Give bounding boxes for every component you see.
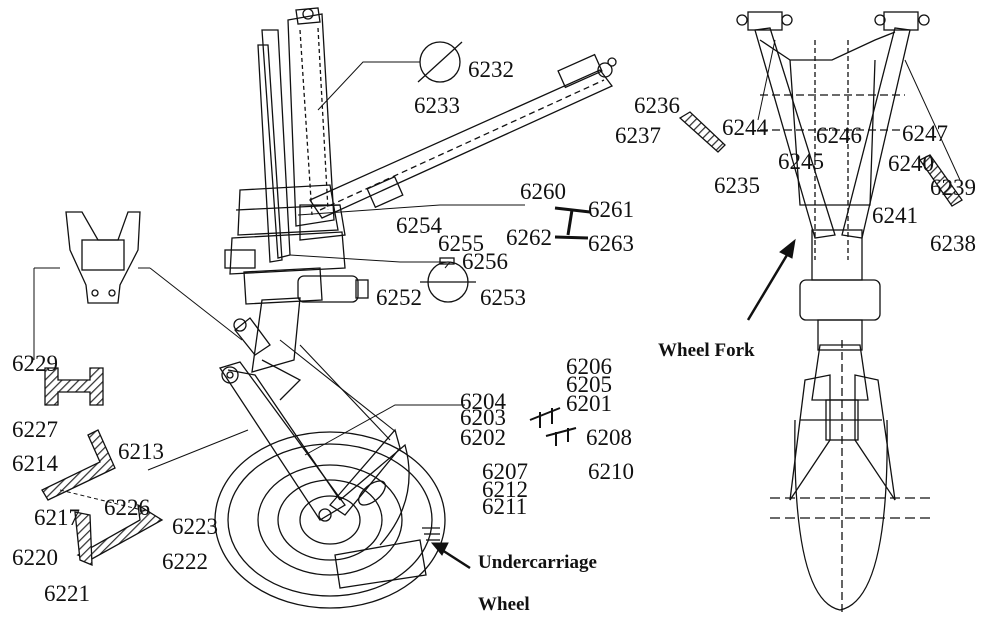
label-6236: 6236 bbox=[634, 93, 680, 118]
label-6208: 6208 bbox=[586, 425, 632, 450]
fork-bracket-detail bbox=[65, 211, 141, 304]
label-6262: 6262 bbox=[506, 225, 552, 250]
label-6211: 6211 bbox=[482, 494, 528, 519]
label-6239: 6239 bbox=[930, 175, 976, 200]
label-6204: 6204 bbox=[460, 389, 506, 414]
label-6232: 6232 bbox=[468, 57, 514, 82]
label-6244: 6244 bbox=[722, 115, 768, 140]
label-6261: 6261 bbox=[588, 197, 634, 222]
label-6240: 6240 bbox=[888, 151, 934, 176]
small-i-beams bbox=[529, 407, 577, 446]
caption-wheel: Wheel bbox=[478, 594, 530, 615]
wheel bbox=[214, 431, 446, 609]
front-view-leaders bbox=[757, 39, 961, 181]
label-6252: 6252 bbox=[376, 285, 422, 310]
label-6203: 6203 bbox=[460, 405, 506, 430]
label-6222: 6222 bbox=[162, 549, 208, 574]
label-6220: 6220 bbox=[12, 545, 58, 570]
label-6233: 6233 bbox=[414, 93, 460, 118]
label-6214: 6214 bbox=[12, 451, 58, 476]
label-6223: 6223 bbox=[172, 514, 218, 539]
label-6226: 6226 bbox=[104, 495, 150, 520]
label-6212: 6212 bbox=[482, 477, 528, 502]
label-6210: 6210 bbox=[588, 459, 634, 484]
label-6245: 6245 bbox=[778, 149, 824, 174]
caption-wheel-fork: Wheel Fork bbox=[658, 340, 755, 361]
label-6207: 6207 bbox=[482, 459, 528, 484]
label-6237: 6237 bbox=[615, 123, 661, 148]
leader-lines-side bbox=[33, 61, 525, 471]
detail-ring bbox=[420, 257, 476, 303]
h-section-detail bbox=[44, 367, 104, 406]
label-6205: 6205 bbox=[566, 372, 612, 397]
label-6229: 6229 bbox=[12, 351, 58, 376]
detail-i-beam-6261 bbox=[554, 206, 591, 240]
angle-sections bbox=[41, 429, 164, 566]
label-6256: 6256 bbox=[462, 249, 508, 274]
label-6213: 6213 bbox=[118, 439, 164, 464]
label-6255: 6255 bbox=[438, 231, 484, 256]
front-view-details bbox=[678, 111, 963, 207]
label-6206: 6206 bbox=[566, 354, 612, 379]
label-6201: 6201 bbox=[566, 391, 612, 416]
label-6247: 6247 bbox=[902, 121, 948, 146]
arrows bbox=[430, 238, 796, 570]
label-6238: 6238 bbox=[930, 231, 976, 256]
label-6235: 6235 bbox=[714, 173, 760, 198]
label-6253: 6253 bbox=[480, 285, 526, 310]
label-6202: 6202 bbox=[460, 425, 506, 450]
label-6241: 6241 bbox=[872, 203, 918, 228]
caption-undercarriage: Undercarriage bbox=[478, 552, 597, 573]
trailing-arm bbox=[218, 317, 410, 546]
label-6227: 6227 bbox=[12, 417, 58, 442]
front-view-gear bbox=[736, 11, 930, 615]
label-6217: 6217 bbox=[34, 505, 80, 530]
detail-round-tube bbox=[417, 41, 463, 83]
label-6254: 6254 bbox=[396, 213, 442, 238]
label-6260: 6260 bbox=[520, 179, 566, 204]
drag-strut bbox=[299, 53, 617, 241]
label-6263: 6263 bbox=[588, 231, 634, 256]
label-6246: 6246 bbox=[816, 123, 862, 148]
label-6221: 6221 bbox=[44, 581, 90, 606]
main-strut bbox=[224, 7, 369, 373]
